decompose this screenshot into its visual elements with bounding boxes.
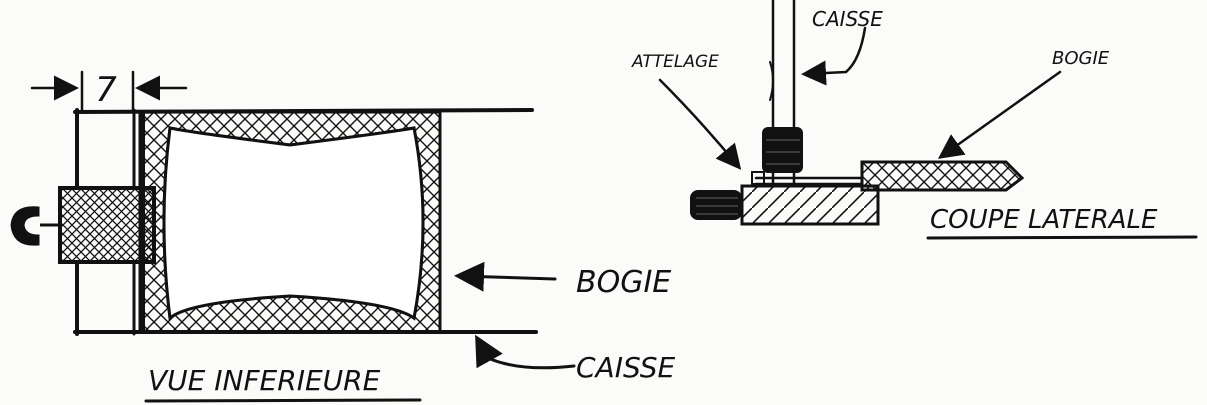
bogie-frame <box>138 110 442 334</box>
view-caption: VUE INFERIEURE <box>148 364 381 397</box>
caisse-label-right: CAISSE <box>812 7 883 31</box>
caption-coupe-laterale: COUPE LATERALE <box>926 205 1198 240</box>
bogie-interior <box>162 126 425 322</box>
label-caisse-right: CAISSE <box>801 7 883 86</box>
lower-frame <box>740 184 880 226</box>
caption-vue-inferieure: VUE INFERIEURE <box>144 364 422 403</box>
bogie-label: BOGIE <box>576 265 671 300</box>
label-attelage: ATTELAGE <box>631 52 742 170</box>
label-bogie-left: BOGIE <box>454 261 671 300</box>
attelage-label: ATTELAGE <box>631 52 719 72</box>
label-caisse-left: CAISSE <box>475 334 676 384</box>
dimension-value: 7 <box>95 70 117 110</box>
bogie-label-right: BOGIE <box>1052 48 1110 69</box>
pivot-spring <box>762 127 803 173</box>
label-bogie-right: BOGIE <box>937 48 1110 159</box>
coupling-head-icon <box>690 190 742 220</box>
section-caption: COUPE LATERALE <box>930 205 1158 235</box>
connector-plate <box>751 171 864 186</box>
bogie-side-bar <box>860 160 1025 192</box>
bottom-view: 7 BOGIE CAISSE <box>10 70 676 403</box>
coupler-hook-icon <box>10 206 58 246</box>
caisse-label: CAISSE <box>576 351 676 384</box>
coupler-block <box>10 186 156 264</box>
dimension-annotation: 7 <box>30 70 188 114</box>
lateral-section-view: CAISSE ATTELAGE BOGIE <box>631 0 1198 240</box>
